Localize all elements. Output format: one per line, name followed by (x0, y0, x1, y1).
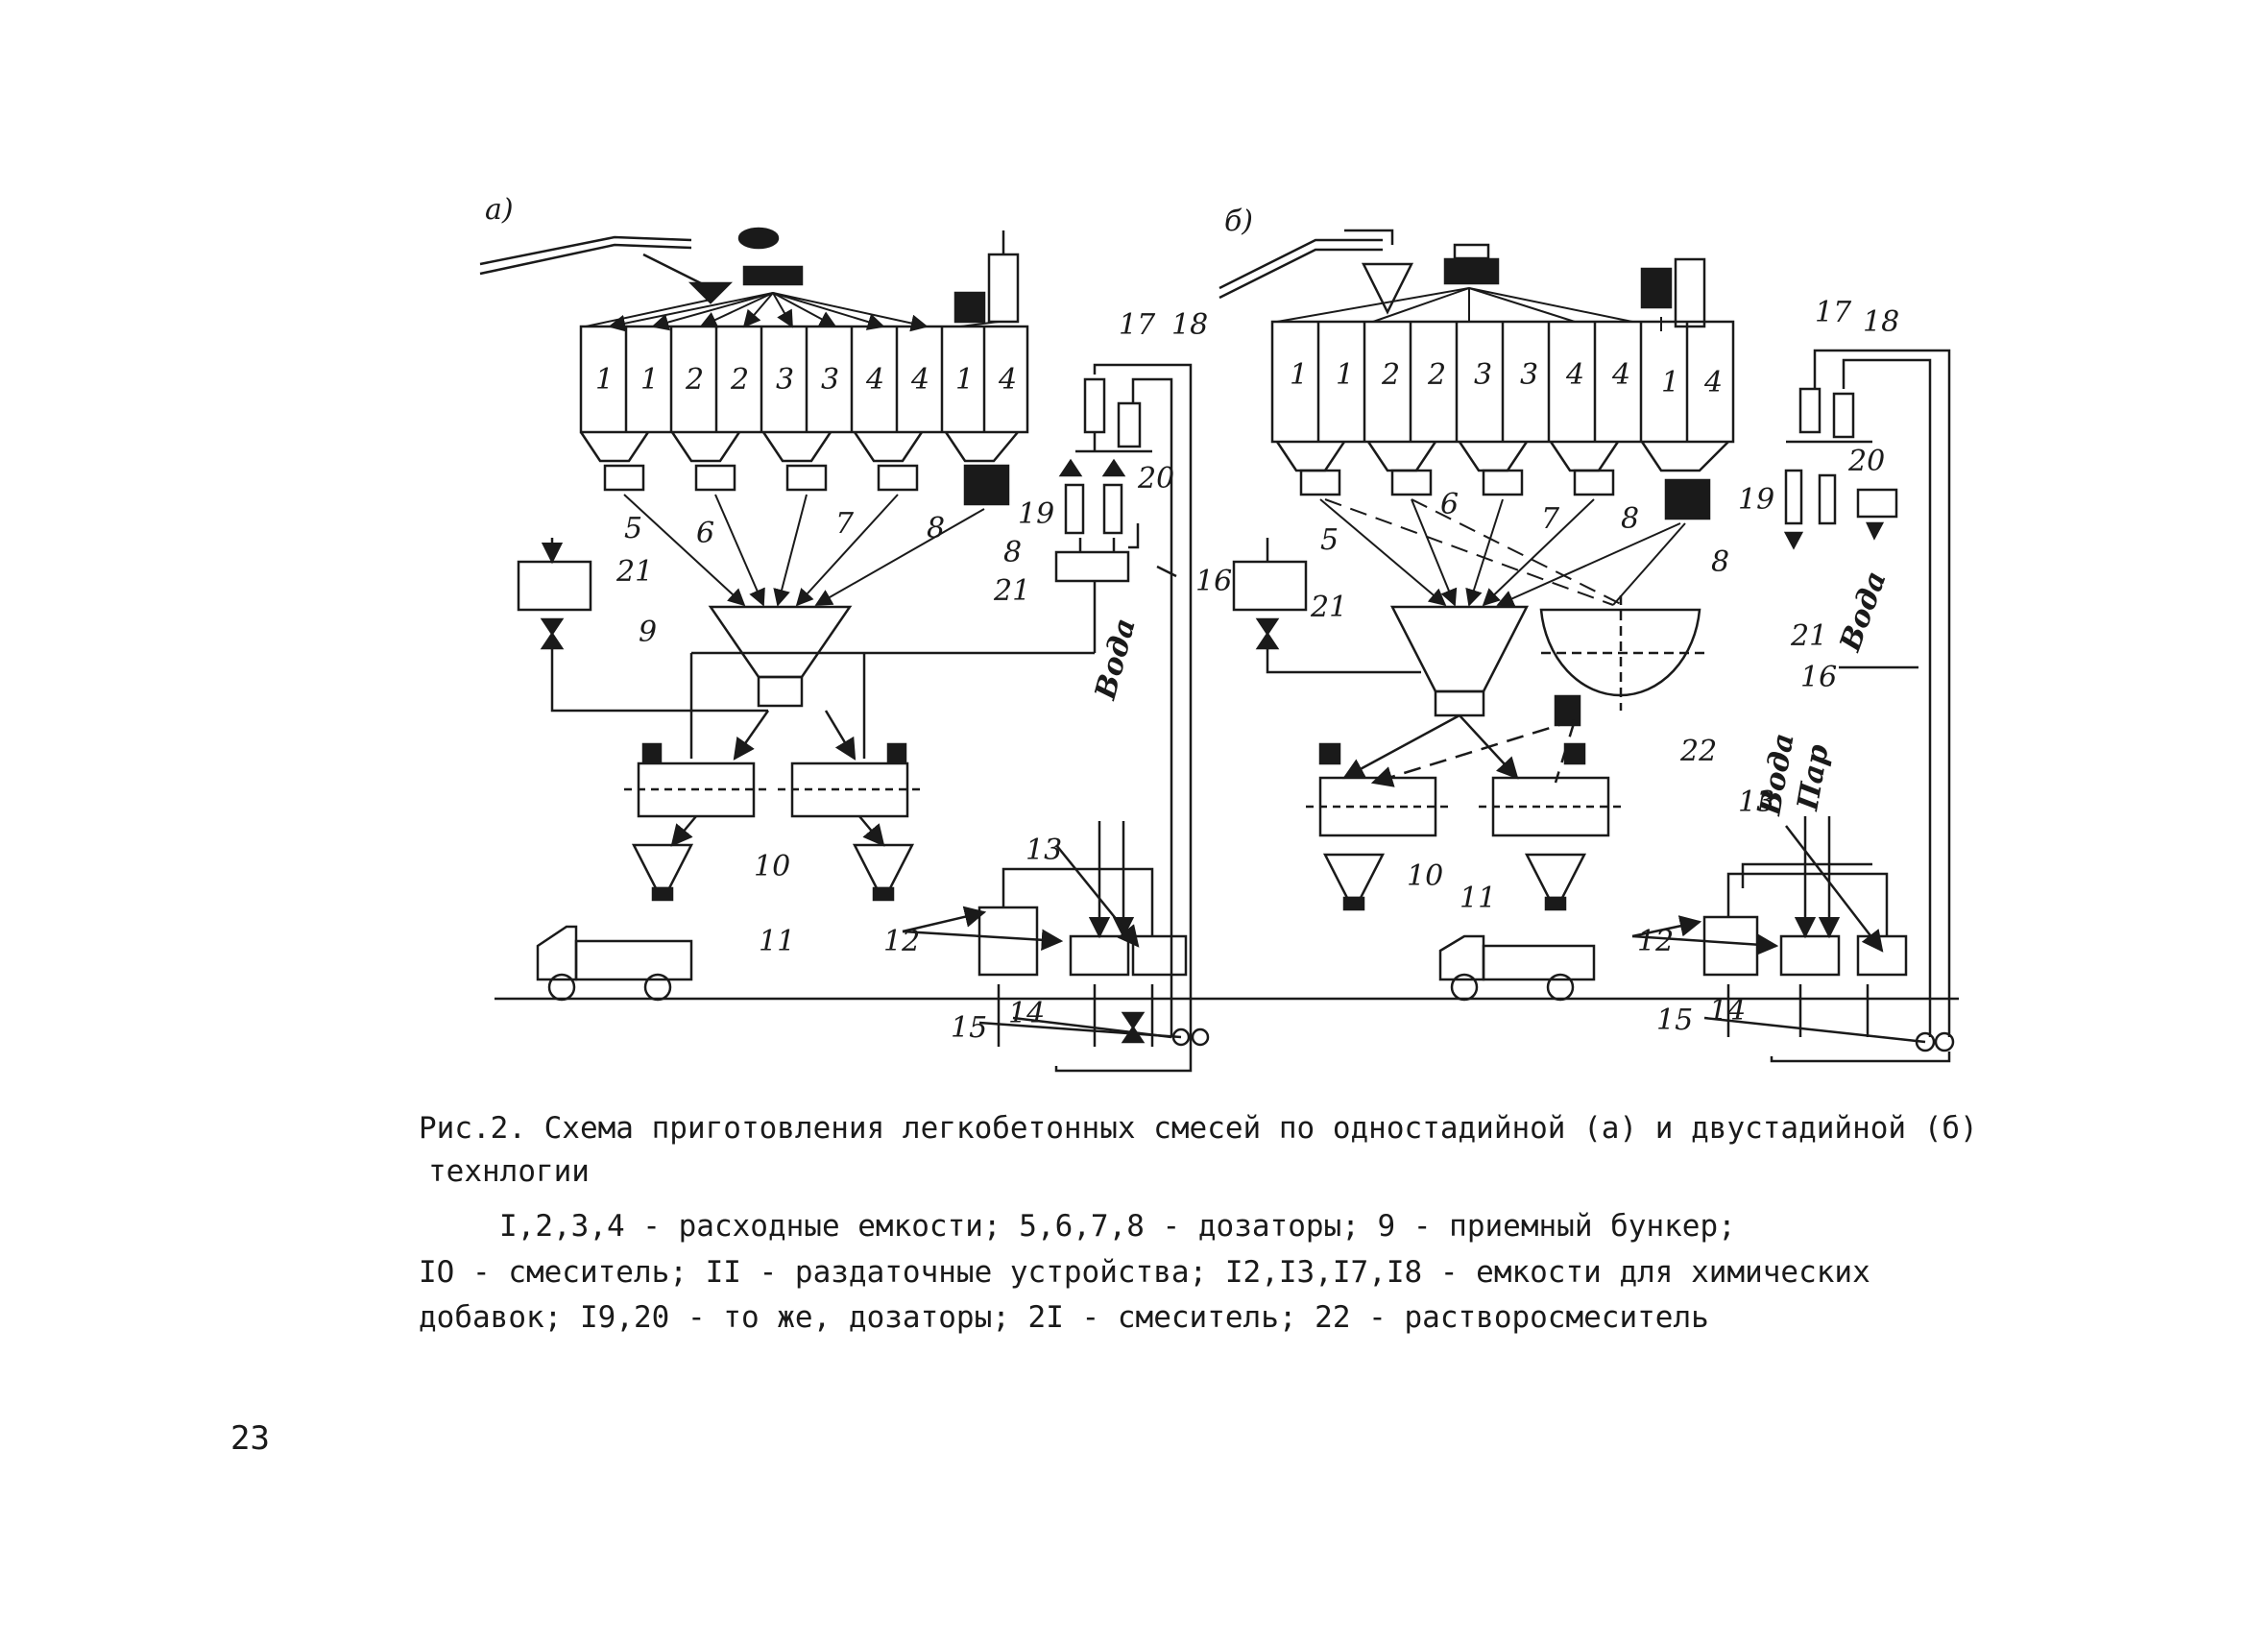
label-8: 8 (1003, 536, 1022, 569)
label-21: 21 (1310, 591, 1347, 624)
label-6: 6 (1440, 488, 1459, 521)
bin-label: 4 (910, 363, 929, 397)
label-10: 10 (1407, 859, 1443, 893)
label-21: 21 (1790, 619, 1827, 653)
caption-line-5: добавок; I9,20 - то же, дозаторы; 2I - с… (419, 1300, 1709, 1335)
label-15: 15 (951, 1011, 987, 1045)
label-18: 18 (1171, 308, 1208, 342)
label-17: 17 (1815, 296, 1852, 329)
caption-line-4: IO - смеситель; II - раздаточные устройс… (419, 1255, 1870, 1290)
caption-line-2: технлогии (428, 1154, 590, 1189)
bin-label: 1 (640, 363, 659, 397)
label-18: 18 (1863, 305, 1899, 339)
label-water: Вода (1833, 567, 1894, 656)
bin-label: 3 (1474, 358, 1492, 392)
label-15: 15 (1656, 1003, 1693, 1037)
label-7: 7 (1541, 502, 1560, 536)
process-schematic: а) 1 1 2 2 3 3 4 4 1 4 5 6 7 8 8 9 10 11… (479, 193, 1959, 1073)
label-8: 8 (1711, 545, 1729, 579)
caption-line-3: I,2,3,4 - расходные емкости; 5,6,7,8 - д… (499, 1209, 1736, 1244)
label-8: 8 (1621, 502, 1639, 536)
label-11: 11 (1460, 882, 1496, 915)
label-11: 11 (759, 925, 795, 958)
label-19: 19 (1738, 483, 1774, 517)
label-16: 16 (1195, 565, 1232, 598)
label-17: 17 (1119, 308, 1156, 342)
bins-row-a (579, 325, 1029, 434)
dispenser-11-left-a (631, 843, 694, 890)
receiving-hopper-9-a (708, 605, 853, 679)
panel-b (1218, 229, 1955, 1063)
panel-b-letter: б) (1224, 205, 1253, 238)
bin-label: 3 (776, 363, 794, 397)
panel-a-letter: а) (485, 193, 514, 227)
mixer-21-left-a (517, 560, 592, 612)
mixer-21-right-a (1054, 550, 1130, 583)
conveyor-b (1218, 248, 1383, 300)
tank-17-a (1083, 377, 1106, 434)
bin-label: 2 (730, 363, 749, 397)
label-12: 12 (883, 925, 920, 958)
label-9: 9 (639, 616, 657, 649)
label-20: 20 (1137, 462, 1174, 496)
bin-label: 4 (998, 363, 1017, 397)
caption-line-1: Рис.2. Схема приготовления легкобетонных… (419, 1111, 1978, 1146)
mortar-mixer-22 (1539, 608, 1701, 697)
label-5: 5 (624, 512, 642, 545)
receiving-hopper-9-b (1389, 605, 1530, 693)
bin-label: 1 (595, 363, 614, 397)
label-21: 21 (993, 574, 1030, 608)
label-5: 5 (1320, 523, 1339, 557)
label-21: 21 (615, 555, 653, 589)
label-10: 10 (754, 850, 790, 883)
doser-5-a (603, 464, 645, 492)
label-14: 14 (1008, 997, 1045, 1030)
panel-a (479, 227, 1210, 1073)
bin-label: 4 (1611, 358, 1630, 392)
label-7: 7 (835, 507, 855, 541)
label-13: 13 (1025, 834, 1062, 867)
conveyor-a (479, 243, 692, 276)
bin-label: 4 (1703, 366, 1723, 399)
label-19: 19 (1018, 497, 1054, 531)
bin-label: 2 (685, 363, 704, 397)
bin-label: 1 (955, 363, 974, 397)
bin-label: 4 (865, 363, 884, 397)
label-16: 16 (1800, 661, 1837, 694)
label-13: 13 (1738, 786, 1774, 819)
bin-label: 1 (1290, 358, 1308, 392)
label-20: 20 (1847, 445, 1885, 478)
label-22: 22 (1679, 735, 1717, 768)
bin-label: 1 (1661, 366, 1679, 399)
bin-label: 3 (821, 363, 839, 397)
bin-label: 3 (1520, 358, 1538, 392)
tank-12-a (977, 906, 1039, 977)
label-8: 8 (927, 512, 945, 545)
label-12: 12 (1637, 925, 1674, 958)
bin-label: 1 (1336, 358, 1354, 392)
bin-label: 2 (1381, 358, 1400, 392)
bin-label: 4 (1565, 358, 1584, 392)
receiving-funnel-icon (1361, 262, 1414, 315)
label-water: Вода (1089, 615, 1143, 704)
bin-label: 2 (1427, 358, 1446, 392)
tank-12-b (1702, 915, 1759, 977)
page-number: 23 (230, 1419, 270, 1458)
truck-icon-b (1438, 934, 1596, 1002)
label-6: 6 (696, 517, 714, 550)
truck-icon-a (536, 925, 693, 1002)
cyclone-icon (737, 227, 780, 250)
label-14: 14 (1709, 994, 1746, 1028)
